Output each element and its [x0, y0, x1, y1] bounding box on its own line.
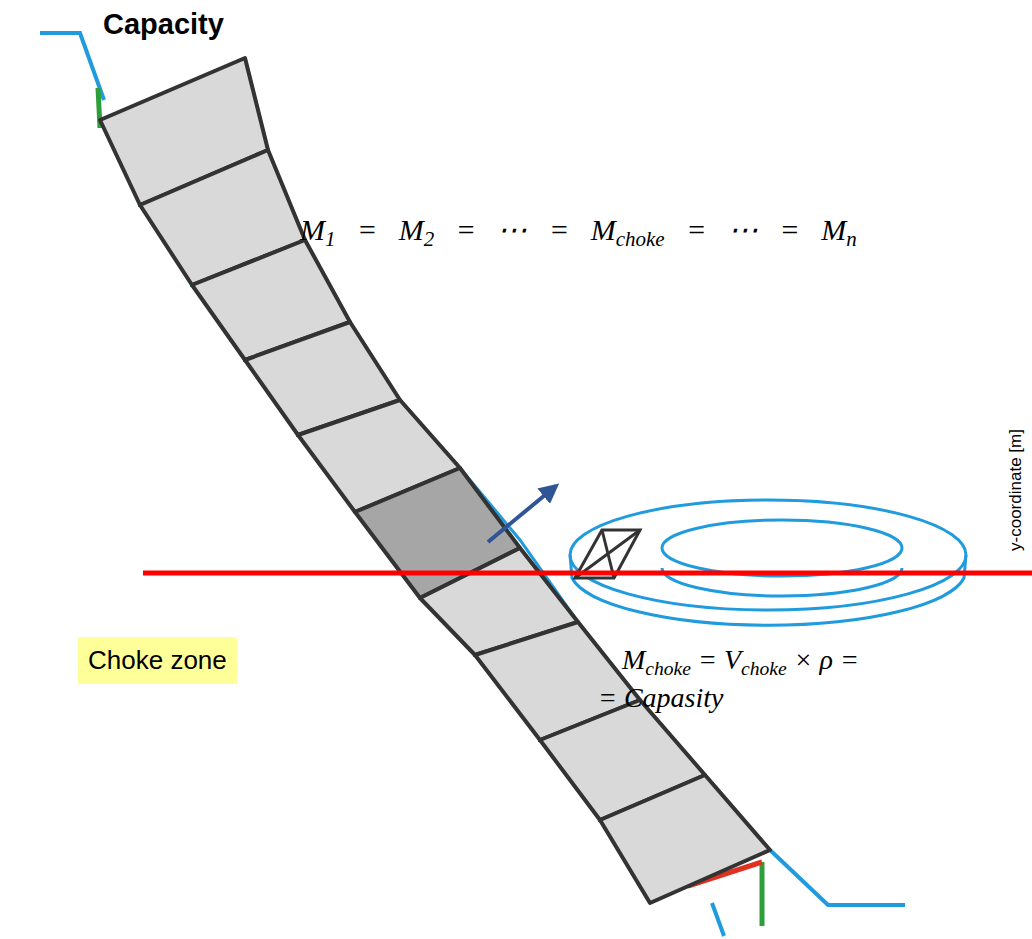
subscript: 1 [325, 227, 336, 251]
axis-label: y-coordinate [m] [1006, 429, 1026, 551]
equation-text: M1 = M2 = ⋯ = Mchoke = ⋯ = Mn [300, 212, 857, 247]
text-run: M [300, 213, 325, 246]
marker-line [760, 862, 765, 926]
profile-line [40, 33, 104, 100]
text-run: × ρ = [787, 644, 859, 675]
cell [600, 775, 770, 903]
subscript: choke [741, 658, 787, 679]
subscript: choke [616, 227, 665, 251]
profile-line [712, 903, 724, 936]
profile-line [245, 58, 770, 850]
subscript: 2 [424, 227, 435, 251]
text-run: = ⋯ = M [665, 213, 846, 246]
zone-label: Choke zone [88, 645, 227, 676]
equation-text: Mchoke = Vchoke × ρ = [622, 644, 859, 676]
text-run: = V [691, 644, 741, 675]
profile-line [770, 850, 905, 905]
text-run: = ⋯ = M [434, 213, 615, 246]
text-run: = M [336, 213, 424, 246]
title-heading: Capacity [103, 8, 224, 41]
pointer-arrow [488, 486, 556, 542]
cell-column [100, 58, 770, 903]
subscript: n [846, 227, 857, 251]
subscript: choke [645, 658, 691, 679]
zone-label-box: Choke zone [78, 637, 237, 684]
text-run: M [622, 644, 645, 675]
text-run: = Capasity [598, 682, 723, 713]
torus-ring [570, 500, 966, 625]
equation-text: = Capasity [598, 682, 723, 714]
choke-line [143, 571, 1032, 576]
